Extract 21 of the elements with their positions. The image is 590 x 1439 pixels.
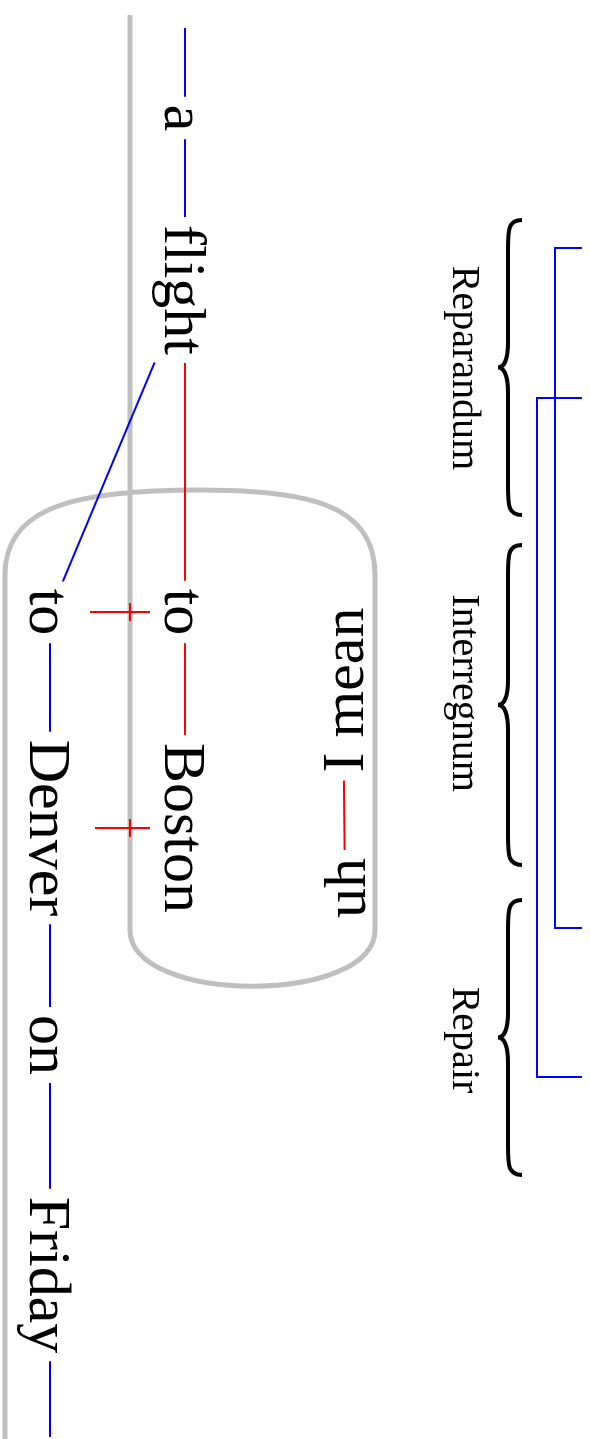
annotation-label: Repair [446, 986, 486, 1094]
connector-line [342, 779, 346, 851]
annotation-label: Interregnum [446, 594, 486, 792]
connector-line [184, 362, 186, 582]
word-label: Boston [155, 743, 215, 913]
connector-line [184, 27, 186, 98]
connector-line [61, 361, 156, 583]
connector-line [184, 138, 186, 218]
connector-line [49, 923, 51, 1008]
word-label: to [20, 588, 80, 636]
connector-line [184, 642, 186, 736]
connector-line [49, 1360, 51, 1438]
word-label: Denver [20, 739, 80, 917]
word-label: uh [315, 858, 375, 918]
word-label: on [20, 1015, 80, 1075]
word-label: a [155, 104, 215, 132]
word-label: I mean [313, 607, 373, 773]
connector-line [49, 642, 51, 733]
word-label: to [155, 588, 215, 636]
annotation-label: Reparandum [446, 265, 486, 471]
connector-line [49, 1082, 51, 1190]
